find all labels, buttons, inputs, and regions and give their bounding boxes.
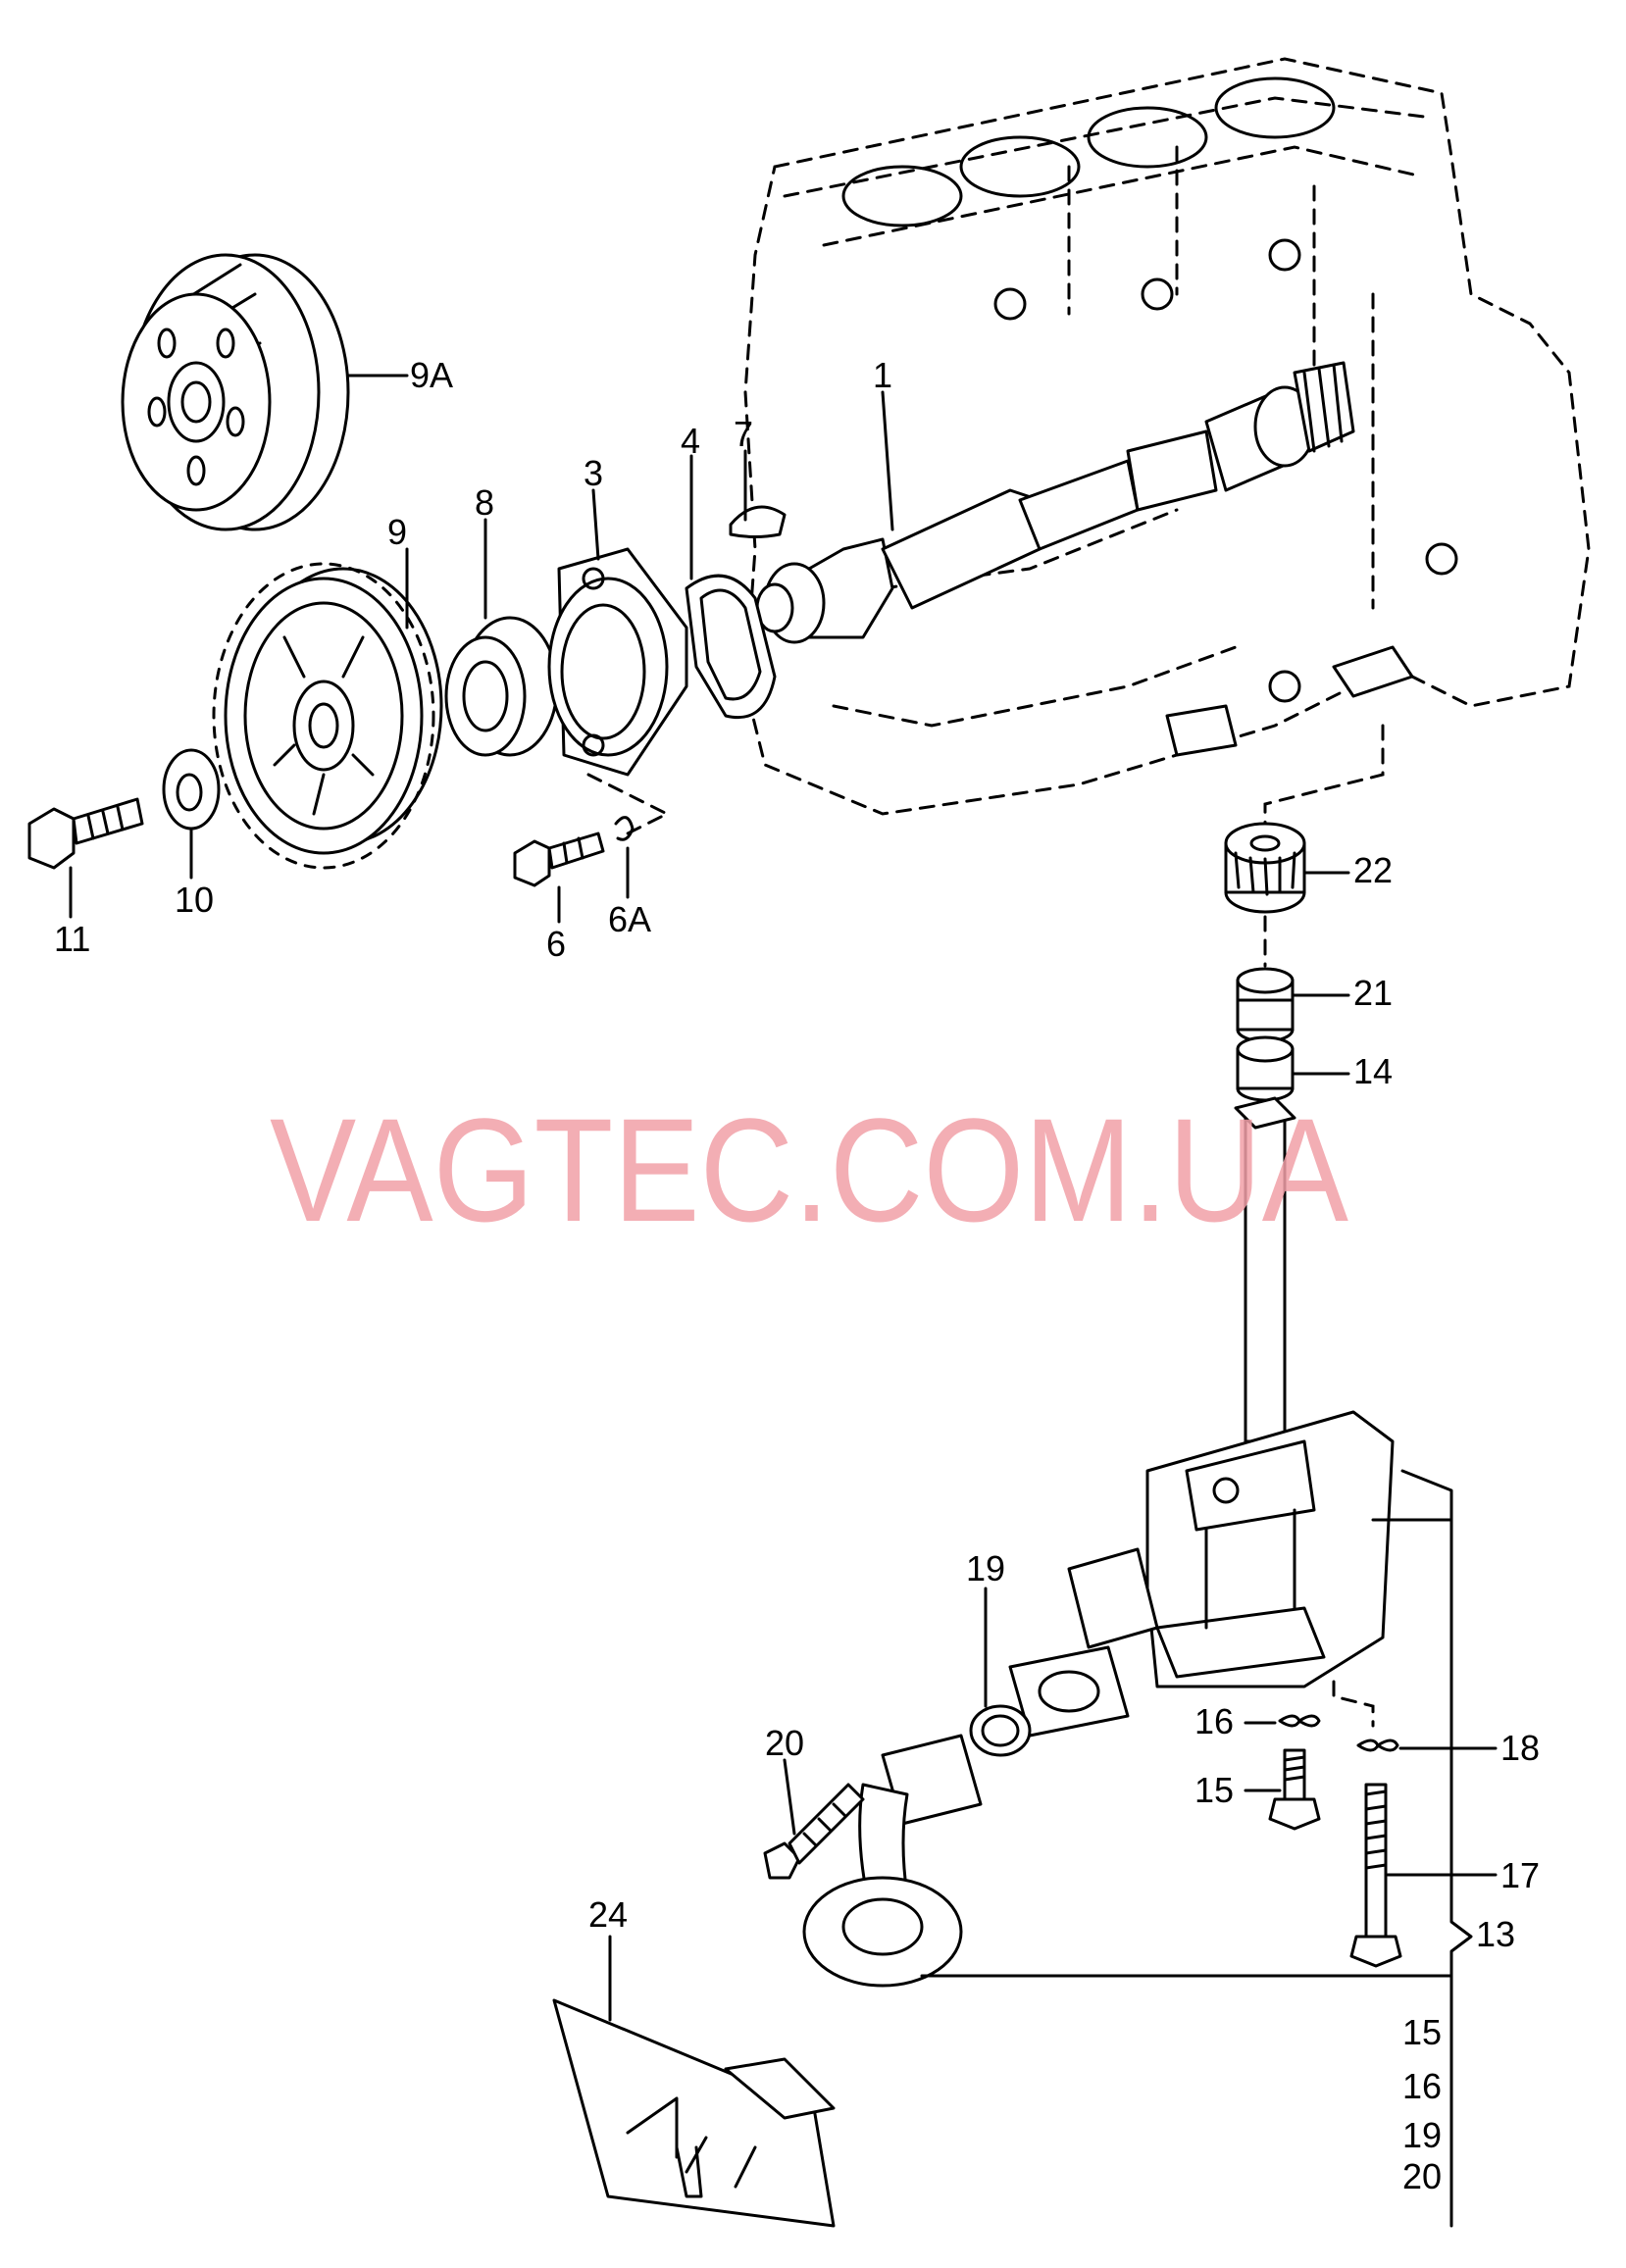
engine-block	[743, 57, 1591, 816]
callout-9: 9	[387, 512, 407, 552]
spring-washer-6a	[586, 773, 671, 841]
callout-18: 18	[1500, 1728, 1540, 1768]
callout-13: 13	[1476, 1914, 1515, 1954]
watermark: VAGTEC.COM.UA	[270, 1087, 1348, 1252]
kit-list-item: 20	[1402, 2156, 1442, 2196]
drive-coupling	[1236, 915, 1295, 1043]
callout-6: 6	[546, 924, 566, 964]
callout-8: 8	[475, 482, 494, 523]
baffle-plate	[552, 1998, 836, 2228]
o-ring	[969, 1704, 1032, 1757]
callout-3: 3	[584, 453, 603, 493]
bolt-11	[27, 797, 144, 870]
intermediate-shaft	[755, 361, 1355, 644]
drive-gear	[1224, 724, 1385, 914]
spring-washer-18	[1332, 1680, 1399, 1752]
bolt-17	[1349, 1783, 1402, 1968]
callout-11: 11	[54, 919, 90, 959]
callout-10: 10	[175, 880, 214, 920]
callout-1: 1	[873, 355, 892, 395]
callout-14: 14	[1353, 1051, 1393, 1091]
bolt-20	[763, 1783, 865, 1880]
toothed-belt-sprocket	[212, 562, 443, 870]
callout-labels: 1 3 4 7 8 9 9A 10 11 6 6A 22 21 14 19 20…	[54, 355, 1540, 2196]
callout-22: 22	[1353, 850, 1393, 890]
spring-washer-16	[1278, 1714, 1321, 1728]
kit-list-item: 19	[1402, 2115, 1442, 2155]
bushing	[1236, 1035, 1295, 1102]
washer	[162, 748, 221, 831]
bolt-15	[1268, 1748, 1321, 1831]
callout-16: 16	[1194, 1701, 1234, 1741]
kit-list-item: 15	[1402, 2012, 1442, 2052]
callout-9a: 9A	[410, 355, 453, 395]
callout-4: 4	[681, 421, 700, 461]
kit-list-item: 16	[1402, 2066, 1442, 2106]
callout-21: 21	[1353, 973, 1393, 1013]
kit-bracket	[920, 1469, 1473, 2228]
v-belt-pulley	[121, 253, 350, 531]
oil-seal	[444, 616, 559, 757]
flange-gasket	[685, 574, 777, 720]
suction-pipe	[802, 1734, 983, 1988]
callout-19: 19	[966, 1548, 1005, 1588]
sealing-flange	[547, 547, 688, 777]
woodruff-key	[729, 505, 787, 538]
oil-pump	[1008, 1096, 1395, 1738]
callout-24: 24	[588, 1894, 628, 1935]
callout-7: 7	[734, 414, 753, 454]
callout-6a: 6A	[608, 899, 651, 939]
callout-17: 17	[1500, 1855, 1540, 1895]
callout-20: 20	[765, 1723, 804, 1763]
bolt-6	[513, 832, 605, 887]
leader-lines	[69, 374, 1498, 2022]
callout-15: 15	[1194, 1770, 1234, 1810]
